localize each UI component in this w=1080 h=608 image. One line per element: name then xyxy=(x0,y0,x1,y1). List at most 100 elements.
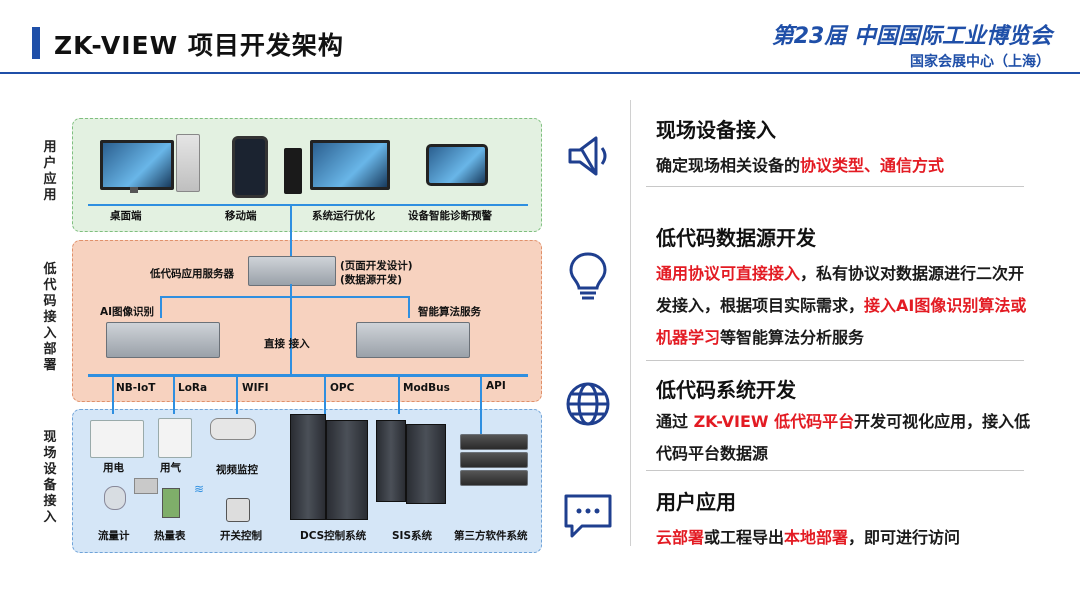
device-label-power: 用电 xyxy=(103,462,124,474)
expo-name: 第23届 中国国际工业博览会 xyxy=(771,24,1052,49)
protocol-wifi: WIFI xyxy=(242,382,269,394)
highlight-text: 协议类型、通信方式 xyxy=(800,156,945,175)
wireless-icon: ≋ xyxy=(194,482,205,496)
algo-service-label: 智能算法服务 xyxy=(418,306,481,318)
header-divider xyxy=(0,72,1080,74)
section-text-device-access: 确定现场相关设备的协议类型、通信方式 xyxy=(656,150,1040,182)
dcs-rack-right xyxy=(326,420,368,520)
highlight-text: 接入AI图像识别算法或机器学习 xyxy=(656,296,1027,347)
section-title-datasource: 低代码数据源开发 xyxy=(656,226,816,250)
section-text-datasource: 通用协议可直接接入，私有协议对数据源进行二次开发接入，根据项目实际需求，接入AI… xyxy=(656,258,1040,354)
ai-recognition-label: AI图像识别 xyxy=(100,306,155,318)
user-bus-line xyxy=(88,204,528,206)
section-divider xyxy=(646,470,1024,471)
app-label-desktop: 桌面端 xyxy=(110,210,142,222)
dcs-rack-left xyxy=(290,414,326,520)
device-label-switch: 开关控制 xyxy=(220,530,262,542)
globe-icon xyxy=(560,376,616,432)
mid-branch-line xyxy=(160,296,408,298)
body-text: 开发可视化应用，接入低代码平台数据源 xyxy=(656,412,1031,463)
section-text-system-dev: 通过 ZK-VIEW 低代码平台开发可视化应用，接入低代码平台数据源 xyxy=(656,406,1040,470)
third-party-server-2 xyxy=(460,452,528,468)
algo-server-image xyxy=(356,322,470,358)
app-label-diagnosis: 设备智能诊断预警 xyxy=(408,210,492,222)
drop-line xyxy=(173,376,175,414)
device-label-thirdparty: 第三方软件系统 xyxy=(454,530,528,542)
app-label-mobile: 移动端 xyxy=(225,210,257,222)
drop-line xyxy=(398,376,400,414)
content-divider xyxy=(630,100,631,546)
section-text-user-app: 云部署或工程导出本地部署，即可进行访问 xyxy=(656,522,1040,554)
body-text: 确定现场相关设备的 xyxy=(656,156,801,175)
electric-meter-image xyxy=(90,420,144,458)
drop-line xyxy=(112,376,114,414)
section-divider xyxy=(646,360,1024,361)
body-text: 等智能算法分析服务 xyxy=(720,328,865,347)
device-label-flowmeter: 流量计 xyxy=(98,530,130,542)
lightbulb-icon xyxy=(560,248,616,304)
section-divider xyxy=(646,186,1024,187)
drop-line xyxy=(236,376,238,414)
drop-line xyxy=(324,376,326,414)
chat-bubble-icon xyxy=(560,488,616,544)
tablet-image xyxy=(426,144,488,186)
highlight-text: 通用协议可直接接入 xyxy=(656,264,801,283)
camera-image xyxy=(210,418,256,440)
mid-trunk-line xyxy=(290,284,292,374)
device-label-heatmeter: 热量表 xyxy=(154,530,186,542)
gas-meter-image xyxy=(158,418,192,458)
desktop-monitor-image xyxy=(100,140,174,190)
layer-label-device: 现场设备接入 xyxy=(43,430,57,525)
body-text: ，即可进行访问 xyxy=(848,528,961,547)
heat-meter-image xyxy=(162,488,180,518)
flowmeter-image xyxy=(104,486,126,510)
device-label-sis: SIS系统 xyxy=(392,530,433,542)
protocol-modbus: ModBus xyxy=(403,382,450,394)
expo-venue: 国家会展中心（上海） xyxy=(910,54,1050,70)
sis-rack-right xyxy=(406,424,446,504)
sensor-image xyxy=(134,478,158,494)
mini-server-image xyxy=(284,148,302,194)
direct-access-label: 直接 接入 xyxy=(264,338,310,350)
page-title: ZK-VIEW 项目开发架构 xyxy=(54,31,344,60)
highlight-text: 云部署 xyxy=(656,528,705,547)
layer-label-user: 用户应用 xyxy=(43,140,57,203)
protocol-opc: OPC xyxy=(330,382,355,394)
lowcode-app-server-image xyxy=(248,256,336,286)
layer-label-mid: 低代码接入部署 xyxy=(43,262,57,373)
switch-control-image xyxy=(226,498,250,522)
connector-user-mid xyxy=(290,206,292,256)
ai-branch-line xyxy=(160,296,162,318)
server-note-page-design: (页面开发设计) xyxy=(340,260,413,272)
optimization-screen-image xyxy=(310,140,390,190)
speaker-icon xyxy=(560,128,616,184)
pc-tower-image xyxy=(176,134,200,192)
body-text: 通过 xyxy=(656,412,694,431)
app-label-optimization: 系统运行优化 xyxy=(312,210,375,222)
title-accent-bar xyxy=(32,27,40,59)
device-label-camera: 视频监控 xyxy=(216,464,258,476)
section-title-device-access: 现场设备接入 xyxy=(656,118,776,142)
third-party-server-3 xyxy=(460,470,528,486)
monitor-stand xyxy=(130,187,138,193)
protocol-nbiot: NB-IoT xyxy=(116,382,156,394)
third-party-server-1 xyxy=(460,434,528,450)
mobile-phone-image xyxy=(232,136,268,198)
sis-rack-left xyxy=(376,420,406,502)
protocol-api: API xyxy=(486,380,506,392)
protocol-bus-line xyxy=(88,374,528,377)
device-label-gas: 用气 xyxy=(160,462,181,474)
drop-line xyxy=(480,376,482,434)
highlight-text: 本地部署 xyxy=(784,528,849,547)
ai-server-image xyxy=(106,322,220,358)
lowcode-server-label: 低代码应用服务器 xyxy=(150,268,234,280)
section-title-user-app: 用户应用 xyxy=(656,490,736,514)
server-note-datasource: (数据源开发) xyxy=(340,274,403,286)
section-title-system-dev: 低代码系统开发 xyxy=(656,378,796,402)
device-label-dcs: DCS控制系统 xyxy=(300,530,367,542)
highlight-text: ZK-VIEW 低代码平台 xyxy=(693,412,855,431)
body-text: ，私有协议对数据源进行二次开发接入，根据项目实际需求， xyxy=(656,264,1025,315)
body-text: 或工程导出 xyxy=(704,528,785,547)
protocol-lora: LoRa xyxy=(178,382,208,394)
algo-branch-line xyxy=(408,296,410,318)
